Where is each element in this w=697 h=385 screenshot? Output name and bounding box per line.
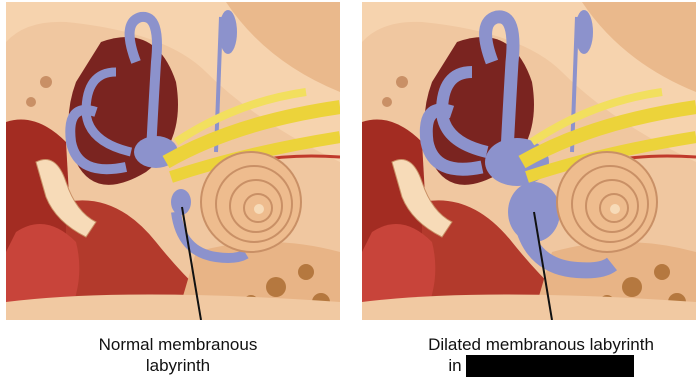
normal-labyrinth-caption: Normal membranous labyrinth [58, 334, 298, 376]
caption-prefix: in [448, 356, 461, 375]
caption-line: labyrinth [58, 355, 298, 376]
normal-labyrinth-illustration [6, 2, 340, 320]
caption-line: Dilated membranous labyrinth [385, 334, 697, 355]
dilated-labyrinth-illustration [362, 2, 696, 320]
redaction-box [466, 355, 634, 377]
caption-line: in [385, 355, 697, 377]
dilated-labyrinth-caption: Dilated membranous labyrinth in [385, 334, 697, 377]
caption-line: Normal membranous [58, 334, 298, 355]
